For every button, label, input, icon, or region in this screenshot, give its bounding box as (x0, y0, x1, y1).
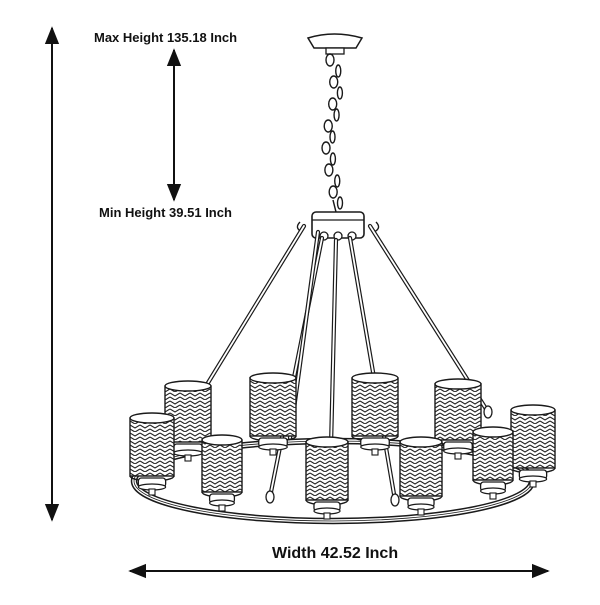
chain-link (334, 174, 341, 188)
rod-joint (265, 490, 275, 504)
support-rod (194, 225, 305, 405)
chain-link (328, 185, 338, 199)
chain-link (332, 199, 337, 213)
min-height-label: Min Height 39.51 Inch (99, 205, 232, 220)
center-hub-icon (296, 211, 380, 241)
woven-shade-icon (472, 426, 514, 500)
chain-link (329, 130, 336, 144)
woven-shade-icon (305, 436, 349, 520)
rod-joint (483, 405, 493, 419)
woven-shade-icon (510, 404, 556, 488)
chain-link (335, 64, 342, 78)
woven-shade-icon (399, 436, 443, 516)
support-rod (349, 237, 396, 501)
width-label: Width 42.52 Inch (272, 545, 399, 562)
ceiling-canopy-icon (306, 33, 364, 55)
woven-shade-icon (129, 412, 175, 496)
chain-link (336, 86, 344, 100)
woven-shades (129, 372, 556, 520)
chain-link (329, 152, 337, 166)
chain-link (328, 97, 338, 111)
chain-link (333, 108, 340, 122)
chain-link (325, 53, 335, 67)
chain-link (324, 163, 334, 177)
woven-shade-icon (201, 434, 243, 512)
chain-link (329, 75, 339, 89)
chain-link (323, 119, 333, 133)
suspension-chain (321, 53, 344, 213)
max-height-label: Max Height 135.18 Inch (94, 30, 238, 45)
chain-link (336, 196, 344, 210)
woven-shade-icon (351, 372, 399, 456)
woven-shade-icon (249, 372, 297, 456)
chain-link (321, 141, 331, 155)
rod-joint (390, 493, 400, 507)
